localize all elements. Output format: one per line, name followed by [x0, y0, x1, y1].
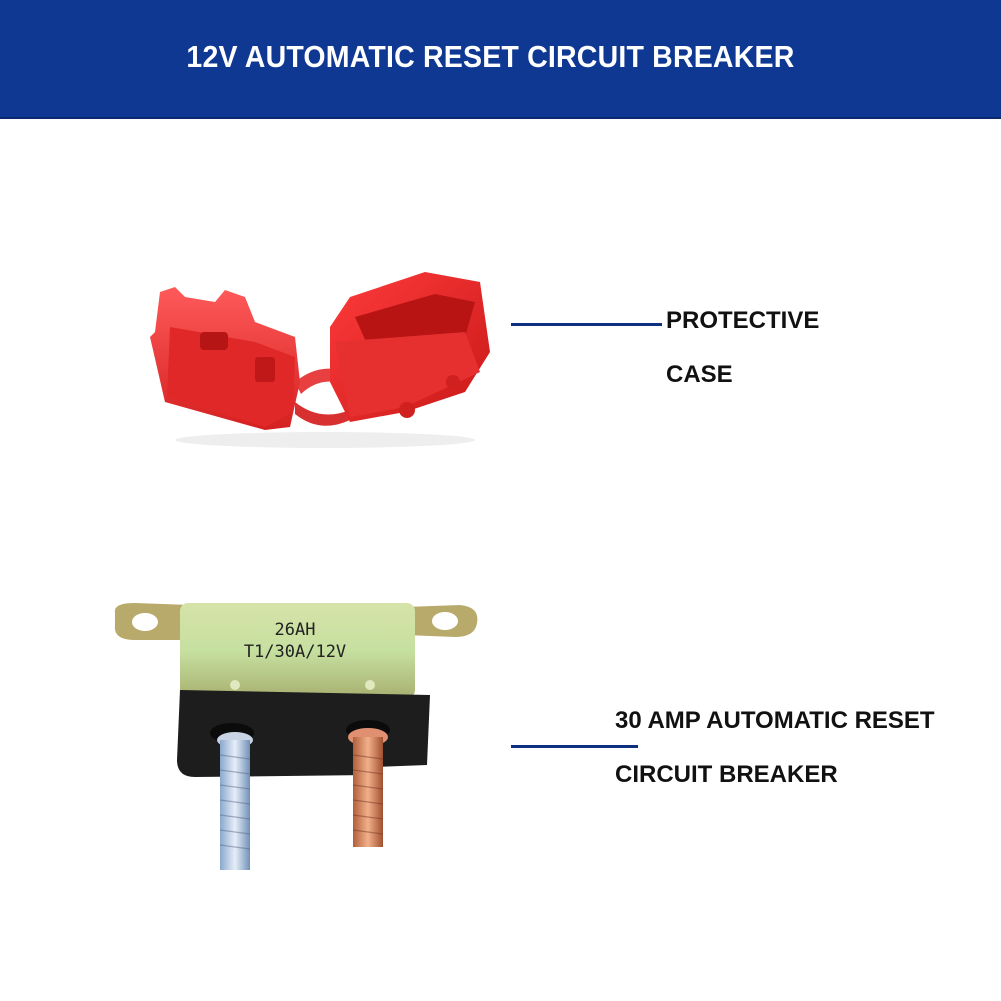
header-banner: 12V AUTOMATIC RESET CIRCUIT BREAKER — [0, 0, 1001, 119]
protective-case-label-line-2: CASE — [666, 361, 733, 388]
protective-case-image — [150, 272, 490, 448]
protective-case-label: PROTECTIVE CASE — [666, 294, 819, 402]
circuit-breaker-label: 30 AMP AUTOMATIC RESET CIRCUIT BREAKER — [615, 694, 935, 802]
page-title: 12V AUTOMATIC RESET CIRCUIT BREAKER — [186, 38, 795, 74]
circuit-breaker-leader-line — [511, 745, 638, 748]
breaker-marking-2: T1/30A/12V — [244, 642, 346, 662]
circuit-breaker-label-line-1: 30 AMP AUTOMATIC RESET — [615, 707, 935, 734]
circuit-breaker-label-line-2: CIRCUIT BREAKER — [615, 761, 838, 788]
protective-case-label-line-1: PROTECTIVE — [666, 307, 820, 334]
circuit-breaker-image: 26AH T1/30A/12V — [114, 603, 478, 870]
protective-case-leader-line — [511, 323, 662, 326]
breaker-marking-1: 26AH — [275, 620, 316, 640]
